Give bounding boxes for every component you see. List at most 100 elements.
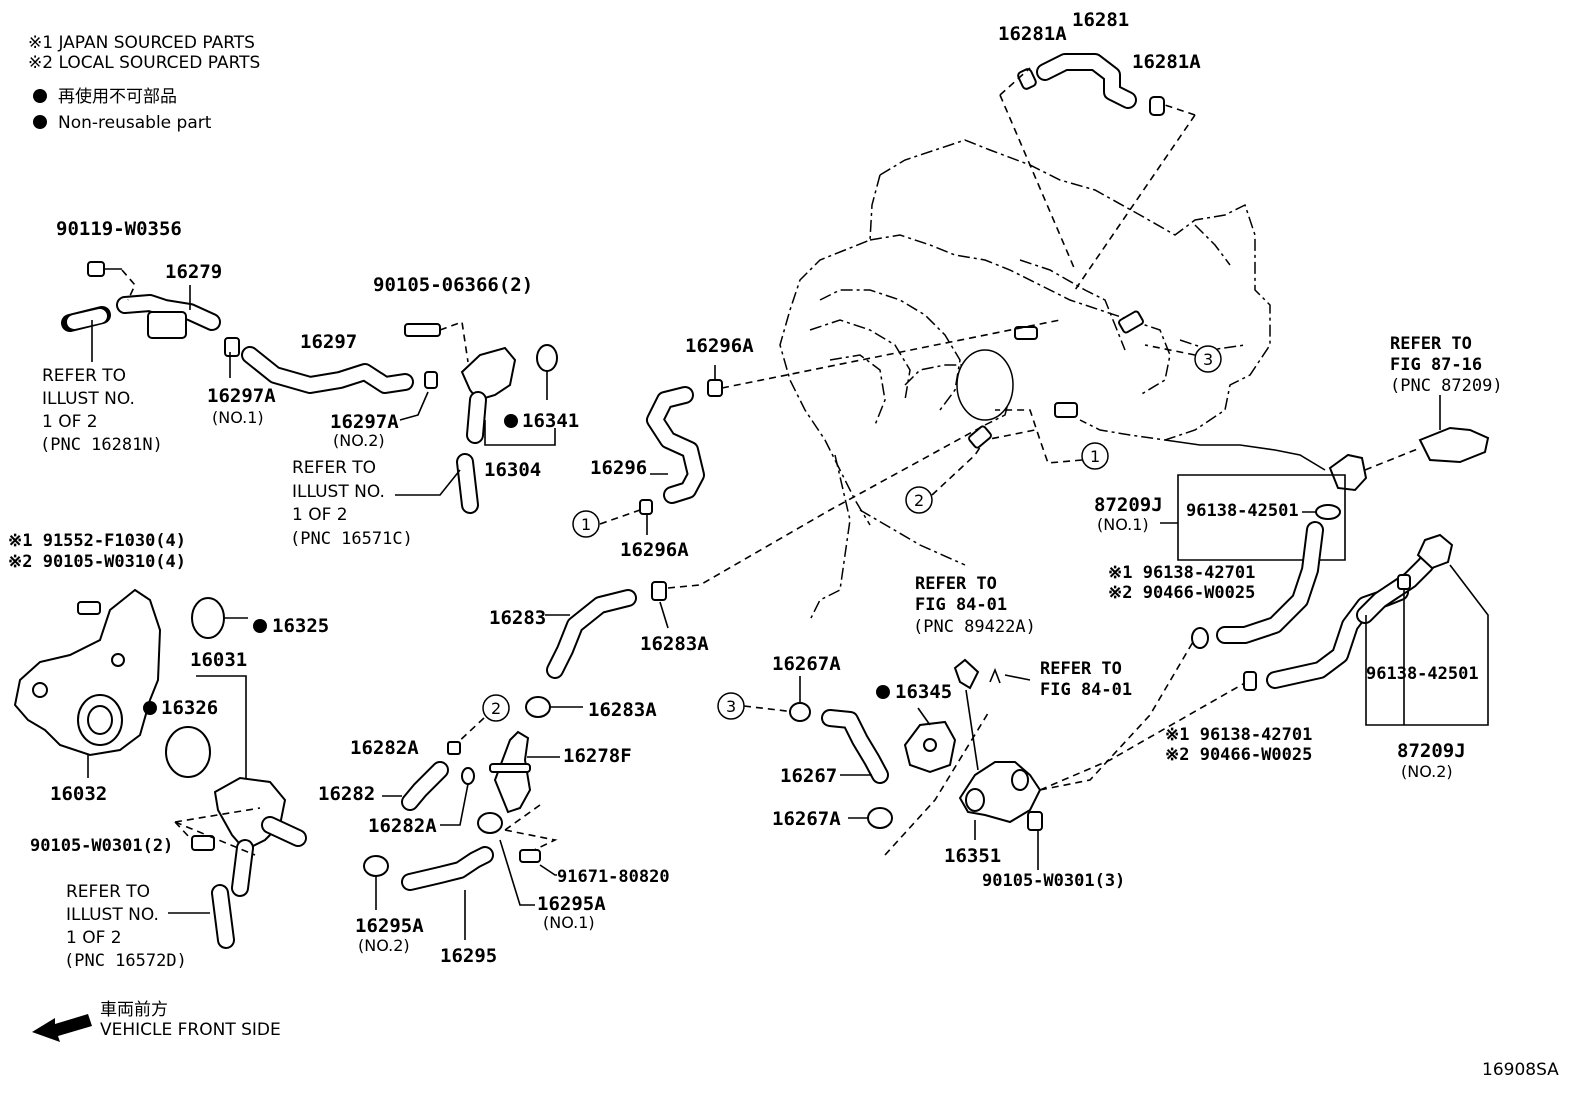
svg-text:1: 1 (1090, 447, 1100, 466)
part-label-16281: 16281 (1072, 9, 1129, 31)
hose-16283-group (363, 424, 986, 940)
part-label-16345: 16345 (895, 681, 952, 703)
svg-text:1 OF 2: 1 OF 2 (42, 412, 98, 432)
bypass-pipe-group (61, 261, 438, 421)
front-arrow-icon (32, 1014, 92, 1042)
svg-text:REFER TO: REFER TO (915, 574, 997, 594)
part-label-16297A-no2: 16297A (330, 411, 399, 433)
part-label-16296A: 16296A (620, 539, 689, 561)
refer-illust-16281N: REFER TO ILLUST NO. 1 OF 2 (PNC 16281N) (40, 366, 163, 455)
svg-text:FIG 87-16: FIG 87-16 (1390, 355, 1482, 375)
part-label-16281A: 16281A (998, 23, 1067, 45)
part-label-16282A: 16282A (368, 815, 437, 837)
note-non-reusable-en: Non-reusable part (58, 113, 212, 133)
ref-marker-2: 2 (905, 425, 1036, 514)
part-label-16296: 16296 (590, 457, 647, 479)
svg-text:1: 1 (581, 515, 591, 534)
part-label-96138-42501: 96138-42501 (1186, 501, 1299, 521)
part-label-96138-42701: ※1 96138-42701 (1108, 563, 1255, 583)
svg-text:REFER TO: REFER TO (1390, 334, 1472, 354)
part-label-16032: 16032 (50, 783, 107, 805)
bolt-icon (87, 261, 105, 277)
part-label-16297: 16297 (300, 331, 357, 353)
svg-text:ILLUST NO.: ILLUST NO. (66, 905, 159, 925)
svg-text:(PNC 16572D): (PNC 16572D) (64, 951, 187, 971)
svg-text:ILLUST NO.: ILLUST NO. (42, 389, 135, 409)
svg-text:(PNC 16571C): (PNC 16571C) (290, 529, 413, 549)
part-label-16282: 16282 (318, 783, 375, 805)
svg-text:3: 3 (1203, 350, 1213, 369)
refer-fig-87-16: REFER TO FIG 87-16 (PNC 87209) (1390, 334, 1503, 396)
part-label-90105-W0301-3: 90105-W0301(3) (982, 871, 1125, 891)
hose-16267-group (789, 629, 1251, 870)
refer-illust-16572D: REFER TO ILLUST NO. 1 OF 2 (PNC 16572D) (64, 882, 187, 971)
note-non-reusable-jp: 再使用不可部品 (58, 86, 177, 107)
svg-text:1 OF 2: 1 OF 2 (66, 928, 122, 948)
refer-illust-16571C: REFER TO ILLUST NO. 1 OF 2 (PNC 16571C) (290, 458, 413, 549)
non-reusable-dot-icon (504, 414, 518, 428)
direction-label-jp: 車両前方 (100, 1000, 168, 1020)
svg-text:(PNC 87209): (PNC 87209) (1390, 376, 1503, 396)
part-label-16267A: 16267A (772, 808, 841, 830)
svg-text:REFER TO: REFER TO (292, 458, 376, 478)
part-label-90119-W0356: 90119-W0356 (56, 218, 182, 240)
hose-16281 (999, 53, 1196, 291)
legend: ※1 JAPAN SOURCED PARTS ※2 LOCAL SOURCED … (28, 33, 260, 133)
direction-label-en: VEHICLE FRONT SIDE (100, 1020, 281, 1040)
part-note-no1: (NO.1) (212, 408, 264, 427)
part-note-no2: (NO.2) (1401, 762, 1453, 781)
ref-marker-1: 1 (572, 510, 600, 538)
part-label-16031: 16031 (190, 649, 247, 671)
part-label-16283A: 16283A (640, 633, 709, 655)
part-label-90105-W0310: ※2 90105-W0310(4) (8, 552, 186, 572)
water-inlet-16304 (395, 320, 558, 514)
note-japan-sourced: ※1 JAPAN SOURCED PARTS (28, 33, 255, 53)
part-label-90105-W0301-2: 90105-W0301(2) (30, 836, 173, 856)
part-label-16281A: 16281A (1132, 51, 1201, 73)
non-reusable-dot-icon (253, 619, 267, 633)
ref-marker-1: 1 (995, 409, 1109, 470)
heater-hose-87209J (1160, 395, 1490, 726)
vehicle-front-direction: 車両前方 VEHICLE FRONT SIDE (32, 1000, 281, 1042)
thermostat-16031 (165, 597, 307, 949)
part-label-16295A-no2: 16295A (355, 915, 424, 937)
part-label-90105-06366: 90105-06366(2) (373, 274, 533, 296)
note-local-sourced: ※2 LOCAL SOURCED PARTS (28, 53, 260, 73)
part-label-16283A: 16283A (588, 699, 657, 721)
svg-text:2: 2 (914, 491, 924, 510)
part-label-90466-W0025: ※2 90466-W0025 (1165, 745, 1312, 765)
part-label-91552-F1030: ※1 91552-F1030(4) (8, 531, 186, 551)
non-reusable-dot-icon (143, 701, 157, 715)
engine-block-outline (779, 139, 1326, 621)
bolt-icon (519, 849, 541, 863)
water-pump-16032 (13, 588, 162, 778)
refer-fig-84-01: REFER TO FIG 84-01 (1040, 659, 1132, 700)
part-label-16351: 16351 (944, 845, 1001, 867)
non-reusable-dot-icon (33, 89, 47, 103)
part-label-91671-80820: 91671-80820 (557, 867, 670, 887)
part-note-no1: (NO.1) (1097, 515, 1149, 534)
svg-text:(PNC 16281N): (PNC 16281N) (40, 435, 163, 455)
svg-text:FIG 84-01: FIG 84-01 (1040, 680, 1132, 700)
part-label-16295: 16295 (440, 945, 497, 967)
part-label-16295A-no1: 16295A (537, 893, 606, 915)
part-label-16297A-no1: 16297A (207, 385, 276, 407)
part-label-16279: 16279 (165, 261, 222, 283)
part-label-87209J: 87209J (1094, 494, 1163, 516)
non-reusable-dot-icon (876, 685, 890, 699)
ref-marker-3: 3 (1144, 344, 1222, 373)
svg-text:2: 2 (491, 699, 501, 718)
svg-text:(PNC 89422A): (PNC 89422A) (913, 617, 1036, 637)
part-label-87209J: 87209J (1397, 740, 1466, 762)
bolt-icon (1027, 811, 1043, 831)
part-label-16326: 16326 (161, 697, 218, 719)
ref-marker-3: 3 (717, 692, 796, 720)
part-label-16296A: 16296A (685, 335, 754, 357)
hose-16296 (599, 319, 1061, 535)
svg-text:REFER TO: REFER TO (1040, 659, 1122, 679)
part-label-16283: 16283 (489, 607, 546, 629)
svg-text:ILLUST NO.: ILLUST NO. (292, 482, 385, 502)
part-label-16282A: 16282A (350, 737, 419, 759)
ref-marker-2: 2 (482, 694, 510, 722)
